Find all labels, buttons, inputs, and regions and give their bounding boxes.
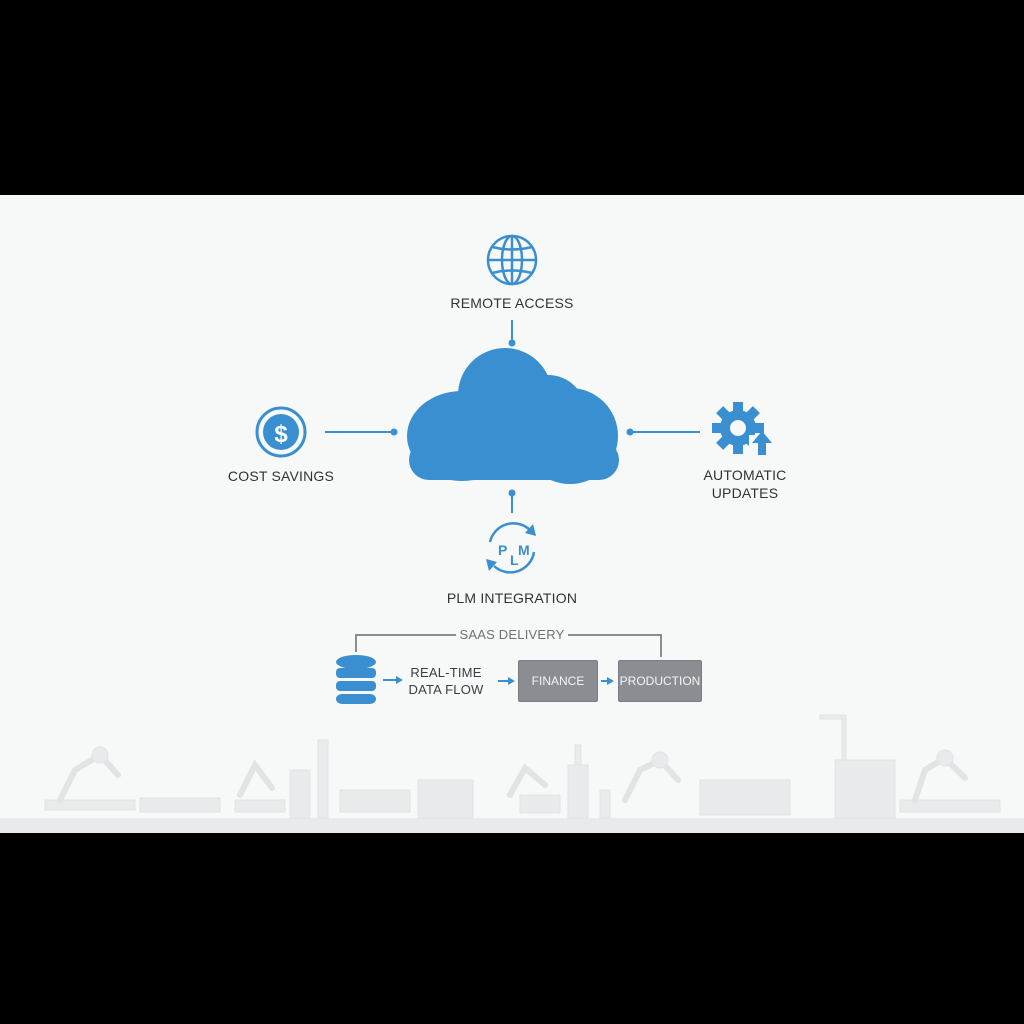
plm-icon-letter-l: L: [510, 552, 519, 568]
saas-delivery-title: SAAS DELIVERY: [459, 627, 565, 642]
remote-access-label: REMOTE ACCESS: [450, 295, 574, 311]
plm-cycle-icon: [486, 522, 536, 574]
dollar-circle-icon: $: [255, 406, 307, 458]
finance-box: FINANCE: [518, 660, 598, 702]
automatic-updates-line-1: AUTOMATIC: [703, 467, 787, 483]
connector-layer: $: [0, 234, 1024, 833]
svg-text:$: $: [274, 421, 288, 448]
plm-icon-letter-m: M: [518, 542, 530, 558]
data-flow-line-1: REAL-TIME: [410, 665, 482, 680]
globe-icon: [486, 234, 538, 286]
data-flow-line-2: DATA FLOW: [408, 682, 484, 697]
cloud-icon: [407, 348, 619, 484]
automatic-updates-label: AUTOMATIC UPDATES: [670, 466, 820, 502]
factory-skyline-icon: [0, 714, 1024, 833]
saas-bracket: [355, 634, 662, 657]
production-box: PRODUCTION: [618, 660, 702, 702]
diagram-canvas: $: [0, 195, 1024, 833]
cost-savings-label: COST SAVINGS: [227, 468, 335, 484]
plm-icon-letter-p: P: [498, 542, 508, 558]
plm-integration-label: PLM INTEGRATION: [446, 590, 578, 606]
gear-upload-icon: [712, 402, 773, 455]
data-flow-label: REAL-TIME DATA FLOW: [396, 664, 496, 698]
database-icon: [336, 655, 376, 704]
automatic-updates-line-2: UPDATES: [711, 485, 779, 501]
